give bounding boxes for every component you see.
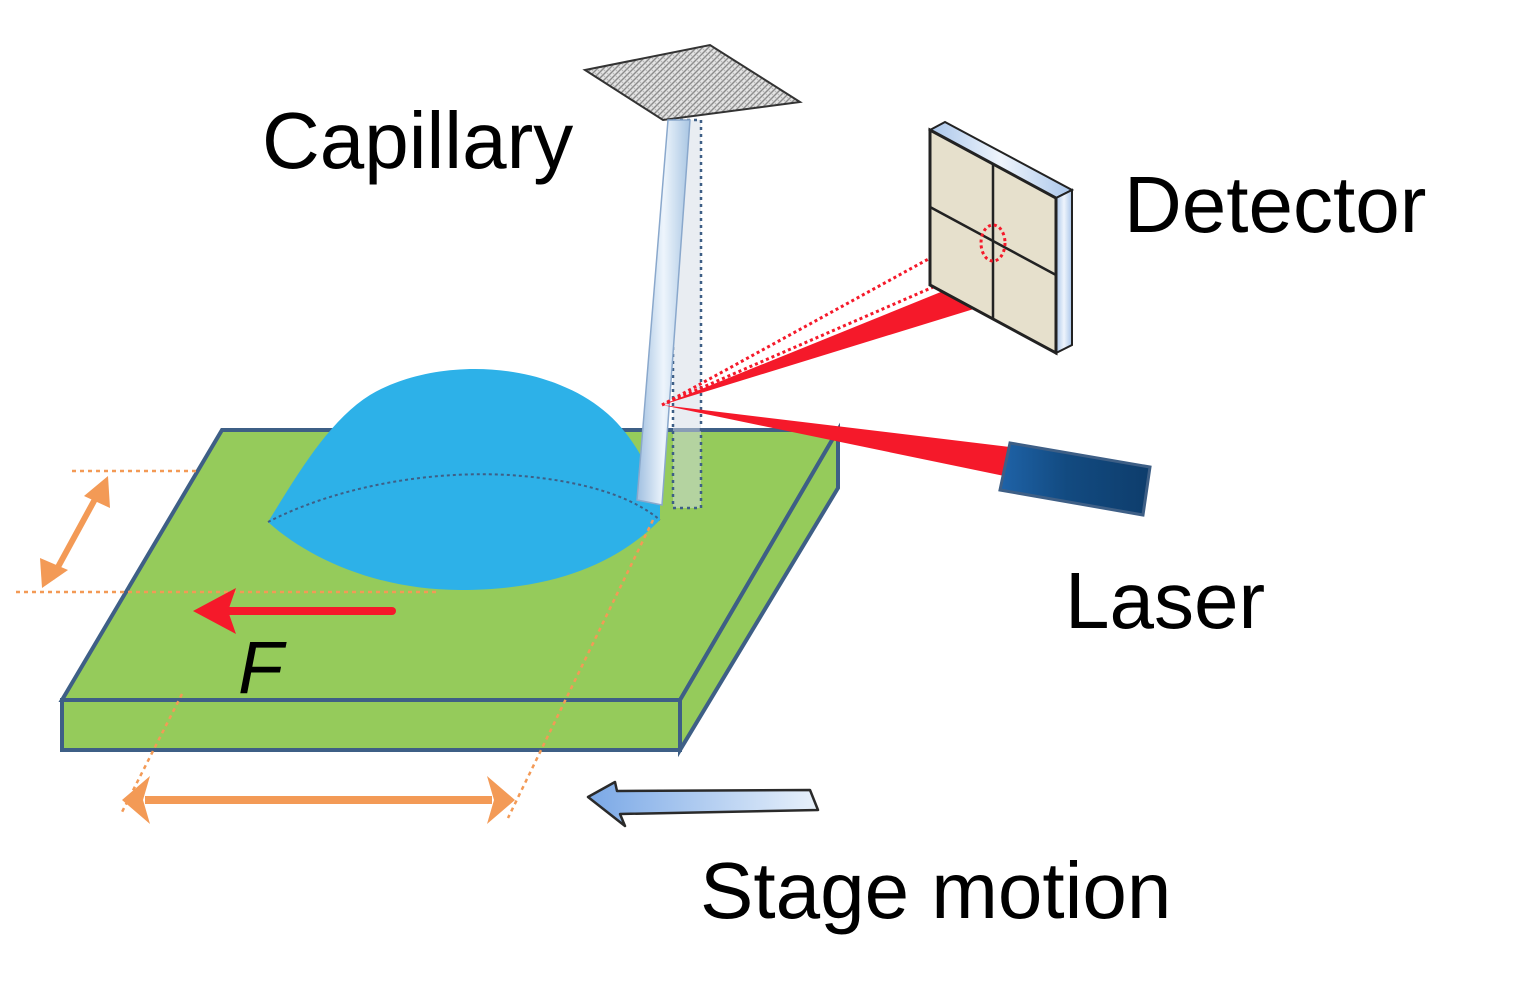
reflected-beam [662,270,1003,405]
force-label: F [238,626,287,709]
force-arrow [193,588,396,634]
droplet-shape [268,368,660,590]
stage-front-face [60,698,682,752]
guide-line-left [120,693,184,813]
detector-side-edge [1055,188,1073,355]
dimension-guides [16,469,655,819]
capillary-label: Capillary [262,96,573,185]
incident-beam [662,405,1018,478]
detector [927,120,1075,356]
width-dimension-arrow [40,476,110,588]
stage-motion-arrow [586,780,820,828]
laser-device [998,441,1152,517]
capillary [582,43,803,510]
length-dimension-arrow [122,776,515,824]
capillary-plate [582,43,803,122]
detector-divider-horizontal [929,205,1057,277]
detector-label: Detector [1124,160,1426,249]
droplet [267,368,661,590]
capillary-tube [636,119,691,506]
droplet-contact-line [267,473,661,523]
stage-motion-label: Stage motion [700,846,1171,935]
laser-label: Laser [1065,556,1265,645]
reference-spot [979,223,1007,263]
